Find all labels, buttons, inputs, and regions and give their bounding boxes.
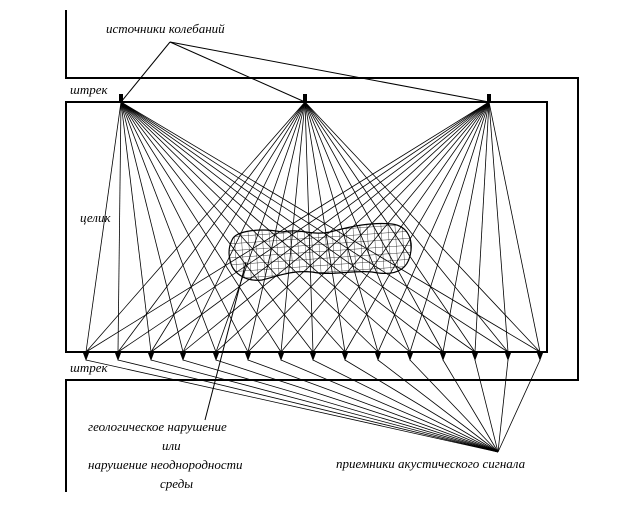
disturbance-label-4: среды: [160, 476, 193, 491]
source-marker-2: [303, 94, 307, 103]
receiver-marker-15: [537, 353, 543, 361]
receiver-pointer-1: [85, 359, 499, 453]
receiver-marker-10: [375, 353, 381, 361]
receiver-pointer-5: [215, 359, 499, 453]
pointer-source-3: [169, 41, 490, 103]
ray-s2-r15: [304, 101, 541, 353]
ray-s1-r1: [85, 101, 122, 353]
receiver-marker-6: [245, 353, 251, 361]
receiver-pointer-14: [497, 359, 509, 453]
ray-s1-r11: [120, 101, 411, 353]
ray-s2-r14: [304, 101, 509, 353]
receiver-pointer-6: [247, 359, 499, 453]
pointer-source-1: [120, 41, 171, 103]
receiver-pointer-11: [409, 359, 499, 453]
disturbance-zone: [228, 222, 412, 281]
receiver-pointer-3: [150, 359, 499, 453]
pointer-source-2: [169, 41, 306, 103]
ray-s2-r9: [304, 101, 346, 353]
vibration-sources: [119, 94, 491, 103]
receiver-marker-14: [505, 353, 511, 361]
disturbance-label-3: нарушение неоднородности: [88, 457, 243, 472]
acoustic-receivers: [83, 353, 543, 361]
ray-s2-r4: [182, 101, 306, 353]
ray-s1-r5: [120, 101, 217, 353]
disturbance-blob: [228, 222, 412, 281]
ray-s2-r8: [304, 101, 314, 353]
ray-s2-r1: [85, 101, 306, 353]
source-marker-3: [487, 94, 491, 103]
receiver-marker-5: [213, 353, 219, 361]
ray-s3-r11: [409, 101, 490, 353]
ray-s1-r14: [120, 101, 509, 353]
lower-drift-label: штрек: [70, 360, 108, 375]
ray-s2-r3: [150, 101, 306, 353]
receiver-marker-2: [115, 353, 121, 361]
ray-s1-r8: [120, 101, 314, 353]
disturbance-label-2: или: [162, 438, 181, 453]
pointer-disturbance: [204, 261, 247, 421]
ray-s3-r9: [344, 101, 490, 353]
ray-paths: [85, 101, 541, 453]
receiver-marker-12: [440, 353, 446, 361]
ray-s3-r14: [488, 101, 509, 353]
receiver-pointer-8: [312, 359, 499, 453]
ray-s1-r12: [120, 101, 444, 353]
receiver-pointer-7: [280, 359, 499, 453]
label-pointers: [120, 41, 490, 421]
sources-label: источники колебаний: [106, 21, 225, 36]
receiver-marker-1: [83, 353, 89, 361]
receiver-marker-11: [407, 353, 413, 361]
pillar-label: целик: [80, 210, 111, 225]
upper-drift-wall: [65, 10, 579, 492]
receiver-pointer-9: [344, 359, 499, 453]
receiver-pointer-12: [442, 359, 499, 453]
upper-drift-label: штрек: [70, 82, 108, 97]
ray-s1-r9: [120, 101, 346, 353]
disturbance-label-1: геологическое нарушение: [88, 419, 227, 434]
receiver-pointer-2: [117, 359, 499, 453]
receiver-pointer-13: [474, 359, 499, 453]
ray-s2-r2: [117, 101, 306, 353]
receiver-pointer-10: [377, 359, 499, 453]
receiver-marker-7: [278, 353, 284, 361]
ray-s3-r13: [474, 101, 490, 353]
ray-s3-r2: [117, 101, 490, 353]
ray-s1-r15: [120, 101, 541, 353]
ray-s3-r12: [442, 101, 490, 353]
ray-s1-r3: [120, 101, 152, 353]
ray-s2-r7: [280, 101, 306, 353]
ray-s3-r15: [488, 101, 541, 353]
ray-s1-r2: [117, 101, 122, 353]
ray-s3-r10: [377, 101, 490, 353]
ray-s2-r10: [304, 101, 379, 353]
receiver-marker-3: [148, 353, 154, 361]
receiver-marker-9: [342, 353, 348, 361]
ray-s3-r1: [85, 101, 490, 353]
ray-s2-r6: [247, 101, 306, 353]
receivers-label: приемники акустического сигнала: [336, 456, 526, 471]
receiver-marker-8: [310, 353, 316, 361]
ray-s3-r3: [150, 101, 490, 353]
ray-s3-r4: [182, 101, 490, 353]
receiver-marker-4: [180, 353, 186, 361]
source-marker-1: [119, 94, 123, 103]
ray-s1-r13: [120, 101, 476, 353]
receiver-pointer-15: [497, 359, 541, 453]
ray-s1-r7: [120, 101, 282, 353]
receiver-pointer-4: [182, 359, 499, 453]
ray-s1-r10: [120, 101, 379, 353]
ray-s1-r6: [120, 101, 249, 353]
ray-s2-r5: [215, 101, 306, 353]
ray-s1-r4: [120, 101, 184, 353]
receiver-marker-13: [472, 353, 478, 361]
